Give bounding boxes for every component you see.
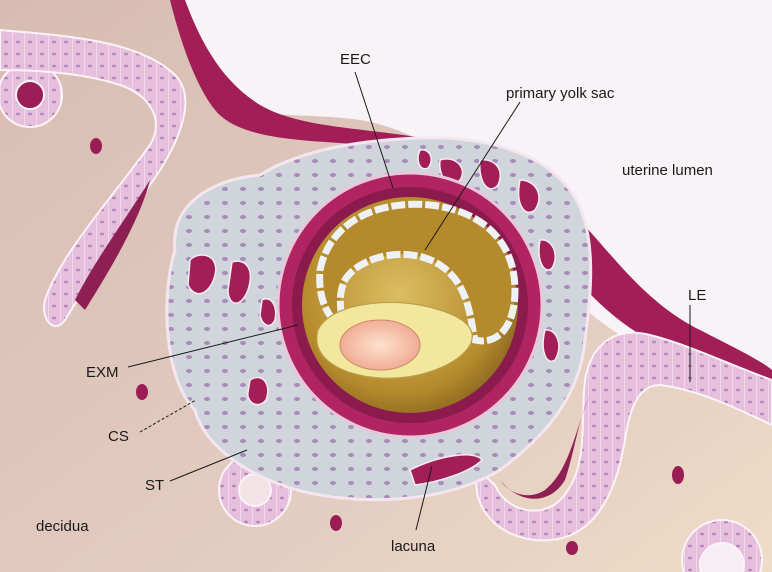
label-cs: CS bbox=[108, 428, 129, 445]
label-primary-yolk-sac: primary yolk sac bbox=[506, 85, 615, 102]
vessel bbox=[136, 384, 148, 400]
vessel bbox=[90, 138, 102, 154]
label-uterine-lumen: uterine lumen bbox=[622, 162, 713, 179]
lacuna-shape bbox=[260, 299, 276, 326]
label-st: ST bbox=[145, 477, 164, 494]
vessel bbox=[566, 541, 578, 555]
label-le: LE bbox=[688, 287, 706, 304]
vessel bbox=[672, 466, 684, 484]
vessel bbox=[330, 515, 342, 531]
label-exm: EXM bbox=[86, 364, 119, 381]
lacuna-shape bbox=[418, 150, 431, 169]
label-eec: EEC bbox=[340, 51, 371, 68]
amniotic-disc bbox=[340, 320, 420, 370]
label-lacuna: lacuna bbox=[391, 538, 436, 555]
lacuna-shape bbox=[248, 377, 268, 404]
label-decidua: decidua bbox=[36, 518, 89, 535]
